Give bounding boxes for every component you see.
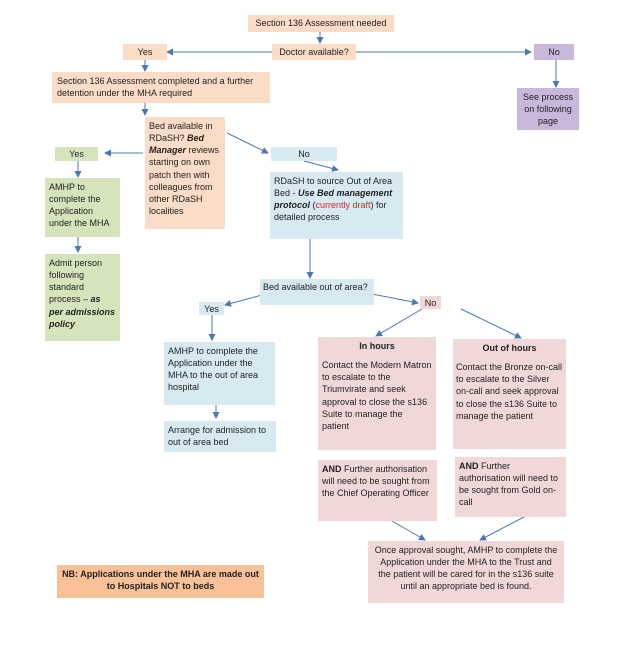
arrow-no2-to-source: [303, 160, 339, 172]
assessment-completed-box: Section 136 Assessment completed and a f…: [52, 72, 270, 103]
arrow-bedout-to-yes3: [224, 294, 263, 307]
yes-label-out-of-area: Yes: [199, 302, 224, 315]
start-box: Section 136 Assessment needed: [248, 15, 394, 32]
arrow-bedout-to-no3: [371, 293, 419, 306]
in-hours-body: Contact the Modern Matron to escalate to…: [322, 360, 432, 431]
bed-available-rdash-box: Bed available in RDaSH? Bed Manager revi…: [145, 117, 225, 229]
bed-out-of-area-question: Bed available out of area?: [260, 279, 374, 305]
doctor-question-text: Doctor available?: [279, 47, 349, 57]
source-out-of-area-box: RDaSH to source Out of Area Bed - Use Be…: [270, 172, 403, 239]
admit-person-box: Admit person following standard process …: [45, 254, 120, 341]
yes-label-bed: Yes: [55, 147, 98, 161]
once-approval-box: Once approval sought, AMHP to complete t…: [368, 541, 564, 603]
no-label-bed: No: [271, 147, 337, 161]
in-hours-box: In hours Contact the Modern Matron to es…: [318, 337, 436, 450]
see-process-box: See process on following page: [517, 88, 579, 130]
nb-note-box: NB: Applications under the MHA are made …: [57, 565, 264, 598]
doctor-available-question: Doctor available?: [272, 44, 356, 60]
out-of-hours-title: Out of hours: [482, 343, 537, 353]
no-label-out-of-area: No: [420, 296, 441, 309]
arrow-no3-to-out-hours: [460, 308, 522, 339]
amhp-complete-box: AMHP to complete the Application under t…: [45, 178, 120, 237]
arrow-coo-to-once: [391, 520, 426, 541]
coo-authorisation-box: AND Further authorisation will need to b…: [318, 460, 437, 521]
no-label-doctor: No: [534, 44, 574, 60]
arrow-gold-to-once: [479, 516, 525, 541]
arrow-no3-to-in-hours: [375, 308, 423, 337]
arrow-bed-to-no2: [226, 132, 269, 154]
assessment-completed-text: Section 136 Assessment completed and a f…: [57, 76, 254, 99]
arrange-admission-box: Arrange for admission to out of area bed: [164, 421, 276, 452]
see-process-text: See process on following page: [522, 92, 574, 127]
gold-authorisation-box: AND Further authorisation will need to b…: [455, 457, 566, 517]
out-of-hours-box: Out of hours Contact the Bronze on-call …: [453, 339, 566, 449]
out-of-hours-body: Contact the Bronze on-call to escalate t…: [456, 362, 563, 421]
yes-label-doctor: Yes: [123, 44, 167, 60]
amhp-out-of-area-box: AMHP to complete the Application under t…: [164, 342, 275, 405]
start-text: Section 136 Assessment needed: [255, 18, 387, 28]
in-hours-title: In hours: [359, 341, 395, 351]
